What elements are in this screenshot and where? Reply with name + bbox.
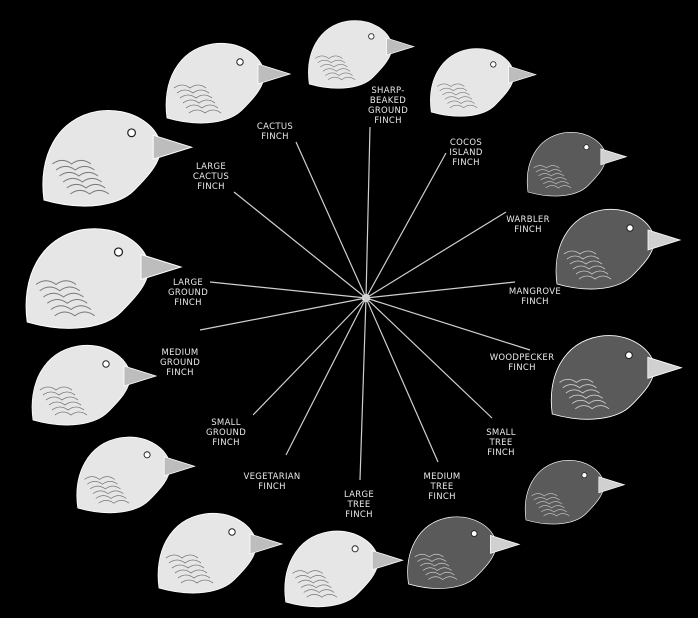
finch-head-icon-medium-tree — [408, 517, 520, 589]
radial-line-small-ground — [253, 298, 366, 415]
radial-line-large-tree — [360, 298, 366, 480]
radial-line-large-ground — [210, 282, 366, 298]
radial-line-vegetarian — [286, 298, 366, 455]
radial-line-medium-tree — [366, 298, 438, 462]
radial-line-large-cactus — [234, 192, 366, 298]
finch-head-icon-woodpecker — [551, 336, 681, 420]
finch-head-icon-large-cactus — [43, 110, 192, 206]
radial-line-small-tree — [366, 298, 492, 418]
radial-line-medium-ground — [200, 298, 366, 330]
finch-head-icon-large-tree — [285, 531, 403, 607]
finch-head-icon-vegetarian — [158, 513, 282, 593]
finch-head-icon-cocos-island — [430, 49, 535, 117]
radial-line-sharp-beaked-ground — [366, 127, 370, 298]
finch-head-icon-warbler — [527, 132, 626, 196]
finch-head-icon-large-ground — [26, 229, 181, 329]
radial-line-cocos-island — [366, 153, 446, 298]
finch-head-icon-small-ground — [77, 437, 195, 513]
finch-head-icon-small-tree — [525, 460, 624, 524]
finch-head-icon-medium-ground — [32, 345, 156, 425]
finch-head-icon-mangrove — [556, 209, 680, 289]
radial-line-cactus — [296, 142, 366, 298]
